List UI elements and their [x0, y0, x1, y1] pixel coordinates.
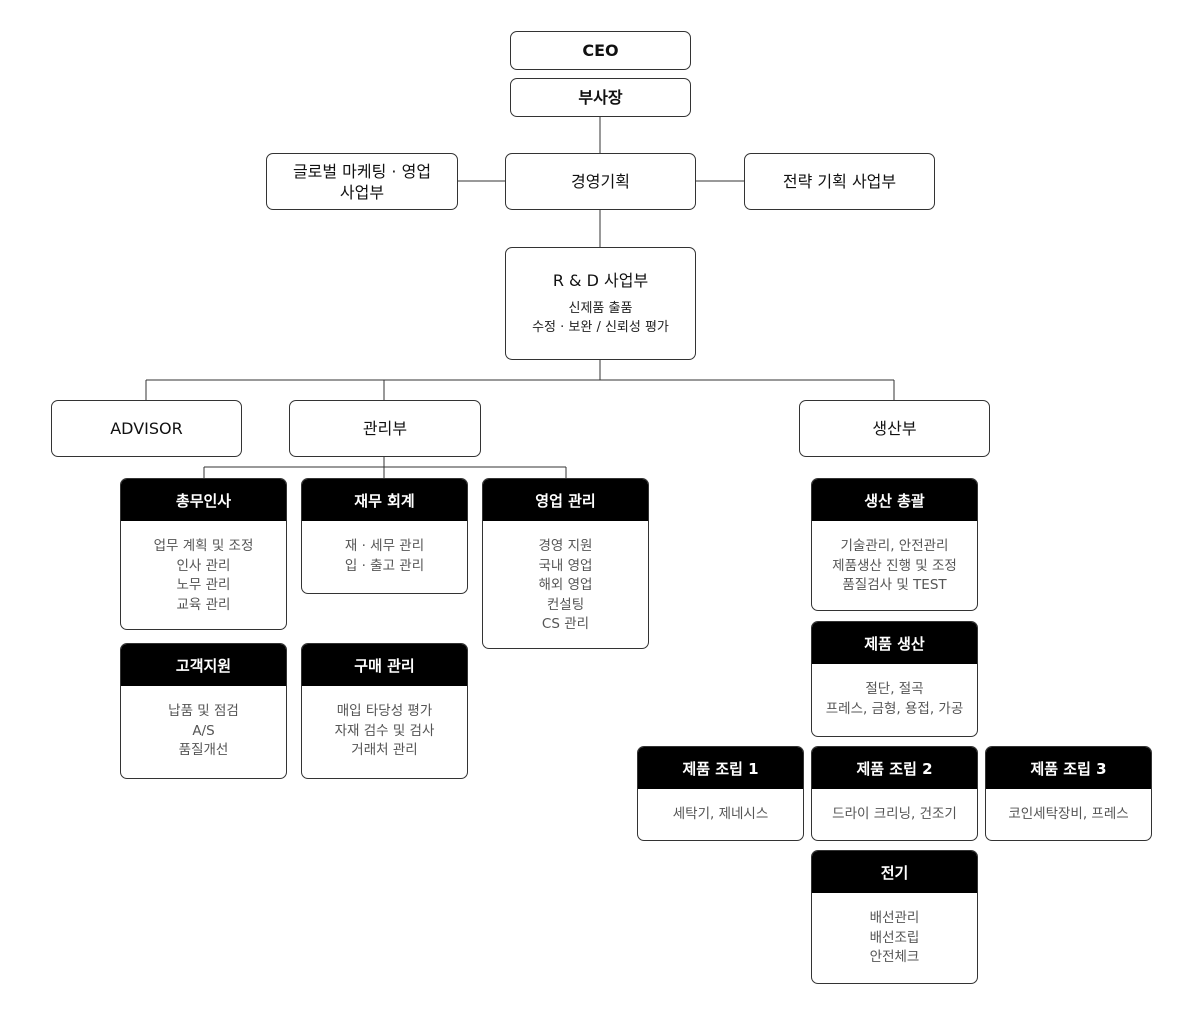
card-item: 세탁기, 제네시스	[672, 806, 769, 822]
advisor-box: ADVISOR	[51, 400, 242, 457]
card-item: 입 · 출고 관리	[344, 557, 425, 574]
card-title: 재무 회계	[302, 479, 467, 521]
card-title: 제품 조립 3	[986, 747, 1151, 789]
purchase-card: 구매 관리 매입 타당성 평가 자재 검수 및 검사 거래처 관리	[301, 643, 468, 779]
card-item: 컨설팅	[546, 596, 585, 613]
card-title: 전기	[812, 851, 977, 893]
card-item: 기술관리, 안전관리	[840, 538, 949, 554]
card-item: 코인세탁장비, 프레스	[1008, 806, 1129, 822]
production-dept-box: 생산부	[799, 400, 990, 457]
management-planning-box: 경영기획	[505, 153, 696, 210]
management-dept-box: 관리부	[289, 400, 481, 457]
global-marketing-box: 글로벌 마케팅 · 영업 사업부	[266, 153, 458, 210]
card-item: 드라이 크리닝, 건조기	[832, 806, 957, 822]
product-manufacturing-card: 제품 생산 절단, 절곡 프레스, 금형, 용접, 가공	[811, 621, 978, 737]
card-item: 재 · 세무 관리	[344, 538, 425, 554]
card-item: 배선조립	[869, 929, 920, 946]
vice-president-label: 부사장	[578, 88, 623, 107]
management-dept-label: 관리부	[362, 419, 408, 438]
assembly-3-card: 제품 조립 3 코인세탁장비, 프레스	[985, 746, 1152, 841]
card-title: 총무인사	[121, 479, 286, 521]
rnd-box: R & D 사업부 신제품 출품 수정 · 보완 / 신뢰성 평가	[505, 247, 696, 360]
card-item: 교육 관리	[176, 596, 231, 613]
card-item: 매입 타당성 평가	[336, 703, 433, 719]
card-item: CS 관리	[541, 616, 590, 632]
card-title: 영업 관리	[483, 479, 648, 521]
strategy-planning-box: 전략 기획 사업부	[744, 153, 935, 210]
card-title: 생산 총괄	[812, 479, 977, 521]
sales-card: 영업 관리 경영 지원 국내 영업 해외 영업 컨설팅 CS 관리	[482, 478, 649, 649]
vice-president-box: 부사장	[510, 78, 691, 117]
ceo-box: CEO	[510, 31, 691, 70]
card-item: 품질검사 및 TEST	[842, 577, 947, 593]
card-item: 해외 영업	[538, 577, 593, 593]
card-item: 배선관리	[869, 910, 920, 926]
assembly-2-card: 제품 조립 2 드라이 크리닝, 건조기	[811, 746, 978, 841]
card-item: 제품생산 진행 및 조정	[832, 557, 957, 574]
card-item: 프레스, 금형, 용접, 가공	[825, 700, 964, 717]
card-item: 거래처 관리	[351, 742, 418, 758]
card-item: 납품 및 점검	[168, 703, 239, 719]
management-planning-label: 경영기획	[571, 172, 630, 191]
card-title: 제품 생산	[812, 622, 977, 664]
card-item: 업무 계획 및 조정	[153, 538, 254, 554]
strategy-planning-label: 전략 기획 사업부	[782, 172, 897, 191]
card-title: 구매 관리	[302, 644, 467, 686]
rnd-desc: 신제품 출품 수정 · 보완 / 신뢰성 평가	[532, 299, 669, 337]
card-title: 고객지원	[121, 644, 286, 686]
card-item: 노무 관리	[176, 577, 231, 593]
rnd-desc-line: 신제품 출품	[568, 301, 633, 316]
card-item: 절단, 절곡	[865, 681, 924, 697]
rnd-title: R & D 사업부	[552, 271, 649, 290]
card-title: 제품 조립 2	[812, 747, 977, 789]
ceo-label: CEO	[582, 41, 619, 60]
global-marketing-line1: 글로벌 마케팅 · 영업	[292, 161, 432, 181]
customer-support-card: 고객지원 납품 및 점검 A/S 품질개선	[120, 643, 287, 779]
card-item: 품질개선	[178, 742, 229, 758]
card-item: 경영 지원	[538, 538, 593, 554]
card-item: 안전체크	[869, 949, 920, 965]
general-affairs-card: 총무인사 업무 계획 및 조정 인사 관리 노무 관리 교육 관리	[120, 478, 287, 630]
card-item: 인사 관리	[176, 557, 231, 574]
production-dept-label: 생산부	[872, 419, 917, 438]
global-marketing-line2: 사업부	[339, 182, 385, 202]
production-general-card: 생산 총괄 기술관리, 안전관리 제품생산 진행 및 조정 품질검사 및 TES…	[811, 478, 978, 611]
rnd-desc-line: 수정 · 보완 / 신뢰성 평가	[532, 320, 669, 335]
card-item: 국내 영업	[538, 557, 593, 574]
finance-card: 재무 회계 재 · 세무 관리 입 · 출고 관리	[301, 478, 468, 594]
card-item: A/S	[192, 722, 215, 739]
electric-card: 전기 배선관리 배선조립 안전체크	[811, 850, 978, 984]
card-title: 제품 조립 1	[638, 747, 803, 789]
advisor-label: ADVISOR	[110, 419, 183, 438]
assembly-1-card: 제품 조립 1 세탁기, 제네시스	[637, 746, 804, 841]
card-item: 자재 검수 및 검사	[334, 722, 435, 739]
